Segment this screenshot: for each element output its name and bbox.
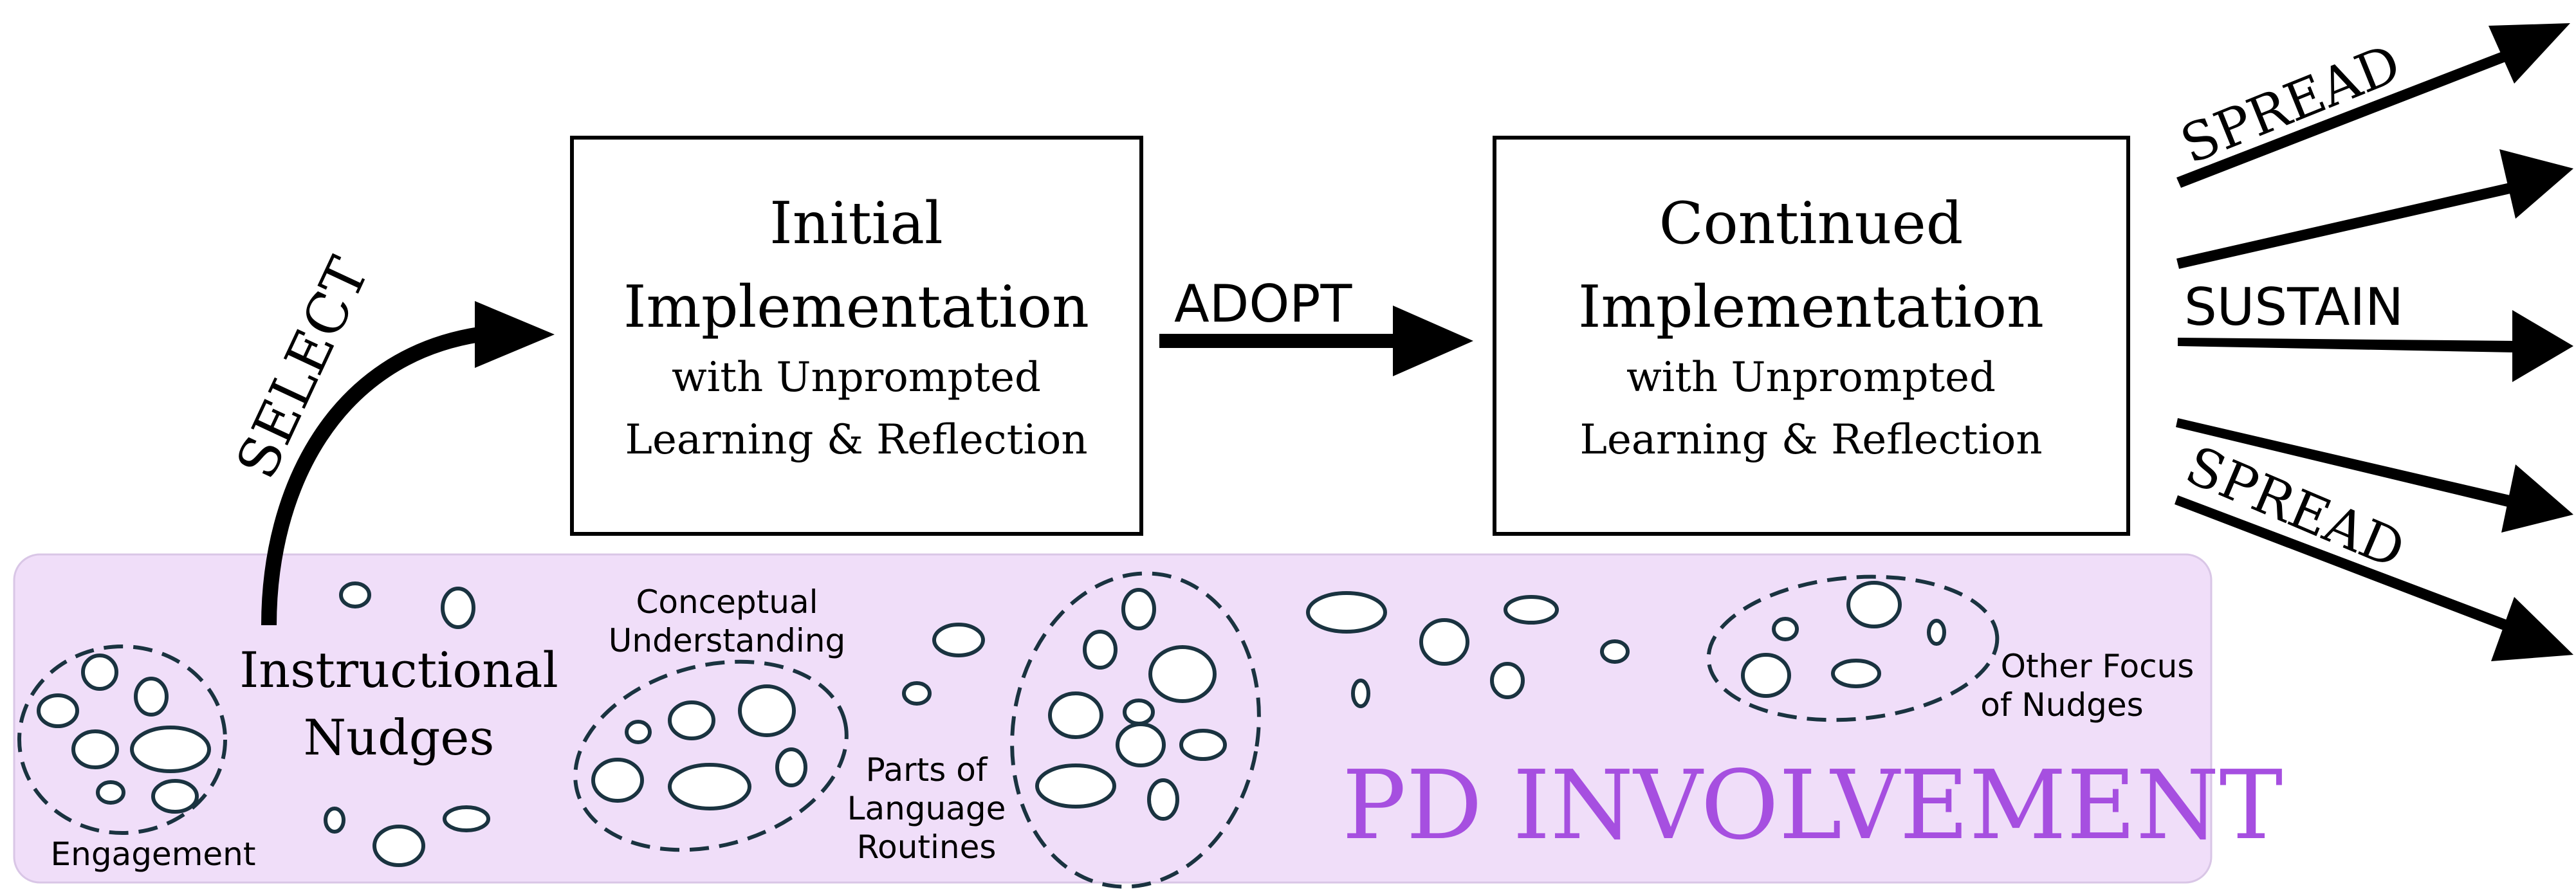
continued-box-sub-line1: with Unprompted — [1626, 354, 1996, 401]
ellipse-bubble-icon — [134, 677, 169, 717]
parts-label-line2: Language — [847, 790, 1006, 827]
conceptual-label-line2: Understanding — [609, 622, 845, 659]
engagement-group — [17, 645, 227, 835]
arrow-right-icon — [261, 327, 481, 626]
initial-implementation-box: Initial Implementation with Unprompted L… — [570, 136, 1143, 536]
ellipse-bubble-icon — [932, 623, 985, 657]
arrow-right-icon — [2499, 149, 2573, 219]
arrow-right-icon — [2176, 418, 2516, 508]
arrow-right-icon — [2491, 597, 2573, 661]
ellipse-bubble-icon — [1772, 617, 1799, 641]
arrow-right-icon — [2176, 48, 2516, 188]
ellipse-bubble-icon — [1490, 662, 1525, 699]
conceptual-label-line1: Conceptual — [636, 583, 818, 621]
ellipse-bubble-icon — [96, 780, 125, 805]
pd-involvement-title: PD INVOLVEMENT — [1342, 750, 2283, 861]
ellipse-bubble-icon — [1306, 591, 1387, 634]
ellipse-bubble-icon — [738, 684, 796, 737]
ellipse-bubble-icon — [1741, 653, 1791, 698]
sustain-label: SUSTAIN — [2184, 277, 2404, 337]
initial-box-title-line1: Initial — [769, 190, 943, 257]
ellipse-bubble-icon — [71, 729, 119, 769]
arrow-right-icon — [2501, 464, 2573, 533]
ellipse-bubble-icon — [1147, 778, 1179, 821]
arrow-right-icon — [2178, 338, 2516, 352]
ellipse-bubble-icon — [1123, 699, 1155, 726]
continued-implementation-box: Continued Implementation with Unprompted… — [1493, 136, 2130, 536]
parts-of-language-group — [1010, 571, 1261, 889]
ellipse-bubble-icon — [1351, 679, 1370, 708]
ellipse-bubble-icon — [775, 747, 807, 787]
arrow-right-icon — [2175, 495, 2514, 633]
nudge-bubbles — [37, 581, 1946, 867]
instructional-nudges-line2: Nudges — [304, 709, 495, 766]
ellipse-bubble-icon — [1035, 763, 1116, 809]
ellipse-bubble-icon — [1846, 581, 1902, 628]
ellipse-bubble-icon — [441, 587, 475, 629]
adopt-label: ADOPT — [1174, 274, 1353, 334]
outgoing-arrows: SPREAD SUSTAIN SPREAD — [2173, 23, 2573, 661]
ellipse-bubble-icon — [1504, 595, 1559, 625]
ellipse-bubble-icon — [373, 825, 425, 867]
ellipse-bubble-icon — [1048, 691, 1103, 739]
ellipse-bubble-icon — [81, 654, 118, 691]
ellipse-bubble-icon — [668, 763, 751, 810]
ellipse-bubble-icon — [37, 693, 79, 728]
ellipse-bubble-icon — [668, 700, 715, 740]
continued-box-title-line1: Continued — [1659, 190, 1964, 257]
engagement-label: Engagement — [51, 836, 256, 873]
ellipse-bubble-icon — [1116, 722, 1166, 767]
arrow-right-icon — [2176, 181, 2519, 269]
continued-box-sub-line2: Learning & Reflection — [1579, 416, 2042, 464]
spread-bottom-label: SPREAD — [2177, 435, 2413, 581]
other-focus-group — [1706, 574, 2000, 722]
ellipse-bubble-icon — [1121, 588, 1156, 630]
parts-label-line3: Routines — [857, 828, 997, 866]
arrow-right-icon — [475, 301, 555, 368]
ellipse-bubble-icon — [1600, 639, 1630, 664]
ellipse-bubble-icon — [130, 726, 211, 773]
ellipse-bubble-icon — [625, 720, 652, 744]
ellipse-bubble-icon — [443, 805, 490, 832]
nudge-groups — [17, 571, 2000, 889]
arrow-right-icon — [1393, 306, 1473, 376]
ellipse-bubble-icon — [902, 681, 932, 706]
ellipse-bubble-icon — [1419, 618, 1469, 666]
ellipse-bubble-icon — [591, 758, 644, 803]
initial-box-sub-line2: Learning & Reflection — [625, 416, 1087, 464]
ellipse-bubble-icon — [1083, 630, 1118, 670]
continued-box-title-line2: Implementation — [1578, 273, 2044, 341]
arrow-right-icon — [2512, 310, 2573, 382]
other-focus-label-line2: of Nudges — [1980, 686, 2143, 724]
initial-box-title-line2: Implementation — [623, 273, 1089, 341]
arrow-right-icon — [2489, 23, 2570, 84]
initial-box-frame — [570, 136, 1143, 536]
initial-box-sub-line1: with Unprompted — [672, 354, 1041, 401]
continued-box-frame — [1493, 136, 2130, 536]
adopt-arrow: ADOPT — [1159, 274, 1473, 376]
ellipse-bubble-icon — [151, 779, 199, 814]
pd-involvement-band — [13, 553, 2213, 884]
instructional-nudges-line1: Instructional — [239, 641, 558, 699]
ellipse-bubble-icon — [339, 581, 371, 608]
parts-label-line1: Parts of — [866, 751, 988, 789]
ellipse-bubble-icon — [1831, 659, 1881, 688]
conceptual-group — [573, 659, 849, 852]
other-focus-label-line1: Other Focus — [2001, 648, 2194, 685]
ellipse-bubble-icon — [1927, 619, 1946, 646]
ellipse-bubble-icon — [324, 807, 345, 834]
ellipse-bubble-icon — [1179, 729, 1227, 761]
ellipse-bubble-icon — [1148, 645, 1217, 703]
